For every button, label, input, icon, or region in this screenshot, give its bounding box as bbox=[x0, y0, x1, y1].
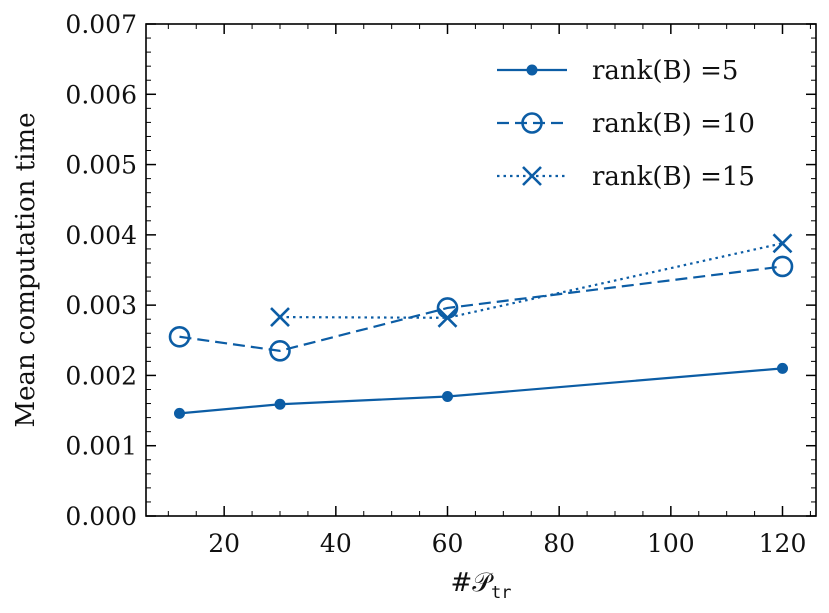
legend: rank(B) =5 rank(B) =10 rank(B) =15 bbox=[497, 56, 755, 192]
series-3-point bbox=[437, 307, 458, 328]
y-tick-label: 0.000 bbox=[65, 502, 137, 531]
legend-marker-2 bbox=[521, 112, 543, 134]
x-axis-title: #𝒫tr bbox=[450, 568, 511, 603]
x-tick-label: 20 bbox=[208, 529, 240, 558]
y-axis-title: Mean computation time bbox=[11, 113, 41, 428]
legend-marker-3 bbox=[522, 166, 542, 186]
x-tick-label: 120 bbox=[759, 529, 807, 558]
series-3-point bbox=[772, 233, 793, 254]
series-1-point bbox=[777, 362, 788, 374]
legend-label-2: rank(B) =10 bbox=[592, 109, 755, 139]
series-1-point bbox=[442, 391, 453, 403]
x-tick-label: 40 bbox=[320, 529, 352, 558]
series-line-1 bbox=[179, 367, 783, 415]
series-2-point bbox=[269, 340, 291, 362]
ticks-layer: 20 40 60 80 100 120 0.000 0.001 0.002 0.003 0.004 0… bbox=[65, 10, 816, 558]
y-tick-label: 0.005 bbox=[65, 151, 137, 180]
legend-marker-1 bbox=[526, 64, 538, 76]
x-tick-label: 60 bbox=[432, 529, 464, 558]
series-3-point bbox=[270, 307, 290, 328]
series-layer bbox=[168, 233, 794, 419]
y-tick-label: 0.002 bbox=[65, 361, 137, 390]
series-2-point bbox=[168, 325, 191, 348]
series-1-point bbox=[174, 407, 185, 419]
series-1-point bbox=[274, 398, 286, 410]
x-axis-title-subscript: tr bbox=[491, 583, 511, 603]
series-line-3 bbox=[279, 242, 783, 319]
x-tick-label: 80 bbox=[543, 529, 575, 558]
y-tick-label: 0.007 bbox=[65, 10, 137, 39]
y-tick-label: 0.004 bbox=[65, 221, 137, 250]
series-2-point bbox=[771, 255, 794, 278]
legend-label-1: rank(B) =5 bbox=[592, 56, 738, 86]
x-tick-label: 100 bbox=[647, 529, 695, 558]
y-tick-label: 0.003 bbox=[65, 291, 137, 320]
plot-frame bbox=[145, 23, 817, 517]
legend-label-3: rank(B) =15 bbox=[592, 162, 755, 192]
y-tick-label: 0.006 bbox=[65, 80, 137, 109]
series-line-2 bbox=[179, 265, 783, 352]
y-tick-label: 0.001 bbox=[65, 432, 137, 461]
